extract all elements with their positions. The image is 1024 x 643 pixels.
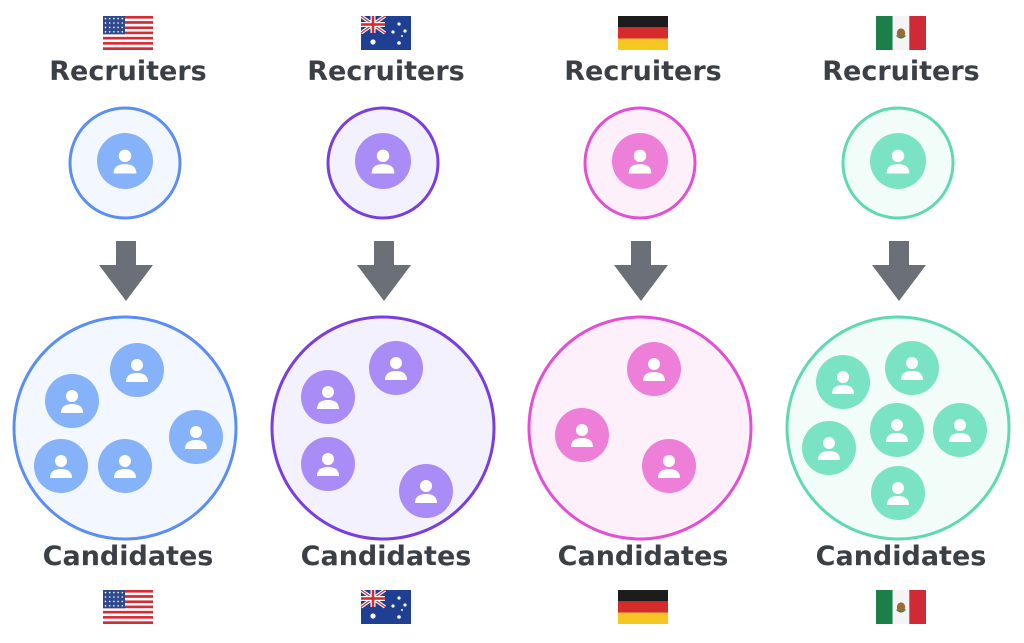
down-arrow-icon [99, 241, 153, 301]
candidate-icon [110, 343, 164, 397]
de-flag-icon [618, 590, 668, 624]
candidate-icon [45, 374, 99, 428]
candidate-icon [98, 439, 152, 493]
down-arrow-icon [614, 241, 668, 301]
candidate-icon [301, 437, 355, 491]
candidate-icon [301, 370, 355, 424]
recruiters-label: Recruiters [49, 56, 207, 87]
candidate-icon [555, 408, 609, 462]
recruiter-circle [841, 106, 955, 220]
us-flag-icon [103, 590, 153, 624]
candidate-icon [642, 439, 696, 493]
recruiter-candidate-art [12, 106, 238, 541]
recruiter-icon [612, 133, 668, 189]
down-arrow-icon [872, 241, 926, 301]
candidates-label: Candidates [815, 541, 987, 572]
candidate-icon [885, 341, 939, 395]
au-flag-icon [361, 590, 411, 624]
candidates-label: Candidates [42, 541, 214, 572]
candidates-circle [527, 315, 753, 541]
recruiters-label: Recruiters [307, 56, 465, 87]
au-flag-icon [361, 16, 411, 50]
candidates-circle [270, 315, 496, 541]
recruiter-icon [97, 133, 153, 189]
candidate-icon [933, 403, 987, 457]
candidate-icon [399, 464, 453, 518]
candidate-icon [627, 342, 681, 396]
down-arrow-icon [357, 241, 411, 301]
mx-flag-icon [876, 16, 926, 50]
column-us: Recruiters Candidates [0, 0, 256, 643]
recruiter-icon [355, 133, 411, 189]
candidate-icon [369, 341, 423, 395]
candidate-icon [871, 466, 925, 520]
candidates-circle [785, 315, 1011, 541]
candidate-icon [802, 421, 856, 475]
candidates-circle [12, 315, 238, 541]
candidate-icon [169, 410, 223, 464]
recruiters-label: Recruiters [822, 56, 980, 87]
recruiter-circle [583, 106, 697, 220]
recruiter-icon [870, 133, 926, 189]
recruiters-label: Recruiters [564, 56, 722, 87]
candidate-icon [816, 355, 870, 409]
column-mx: Recruiters Candidates [773, 0, 1024, 643]
recruiter-candidate-art [270, 106, 496, 541]
candidates-label: Candidates [557, 541, 729, 572]
candidate-icon [34, 439, 88, 493]
candidate-icon [870, 403, 924, 457]
mx-flag-icon [876, 590, 926, 624]
de-flag-icon [618, 16, 668, 50]
recruiter-candidate-art [527, 106, 753, 541]
recruiter-circle [326, 106, 440, 220]
column-de: Recruiters Candidates [515, 0, 771, 643]
recruiter-candidate-art [785, 106, 1011, 541]
recruiter-circle [68, 106, 182, 220]
column-au: Recruiters Candidates [258, 0, 514, 643]
candidates-label: Candidates [300, 541, 472, 572]
us-flag-icon [103, 16, 153, 50]
